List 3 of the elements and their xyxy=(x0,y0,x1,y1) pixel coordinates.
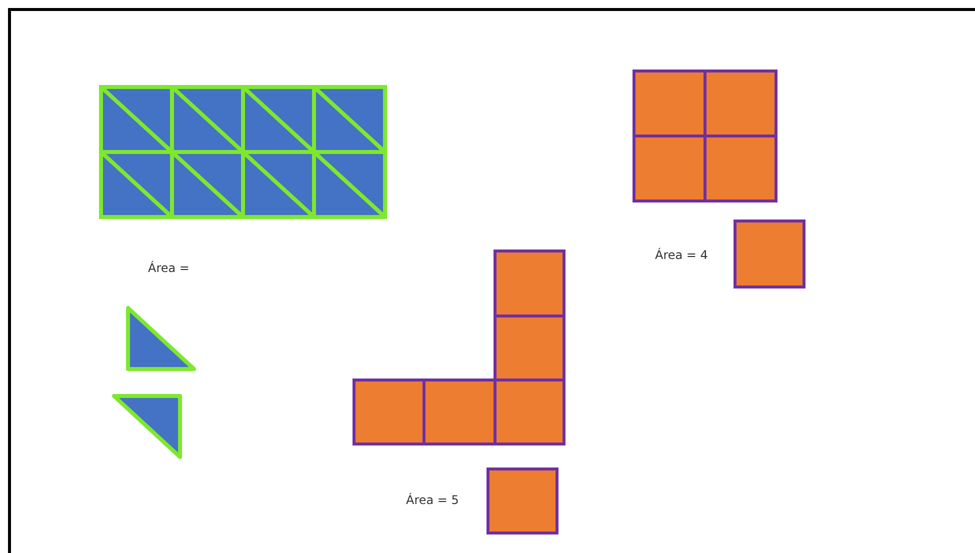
area-label: Área = 4 xyxy=(655,248,708,262)
area-label: Área = 5 xyxy=(406,493,459,507)
area-label: Área = xyxy=(148,261,190,275)
